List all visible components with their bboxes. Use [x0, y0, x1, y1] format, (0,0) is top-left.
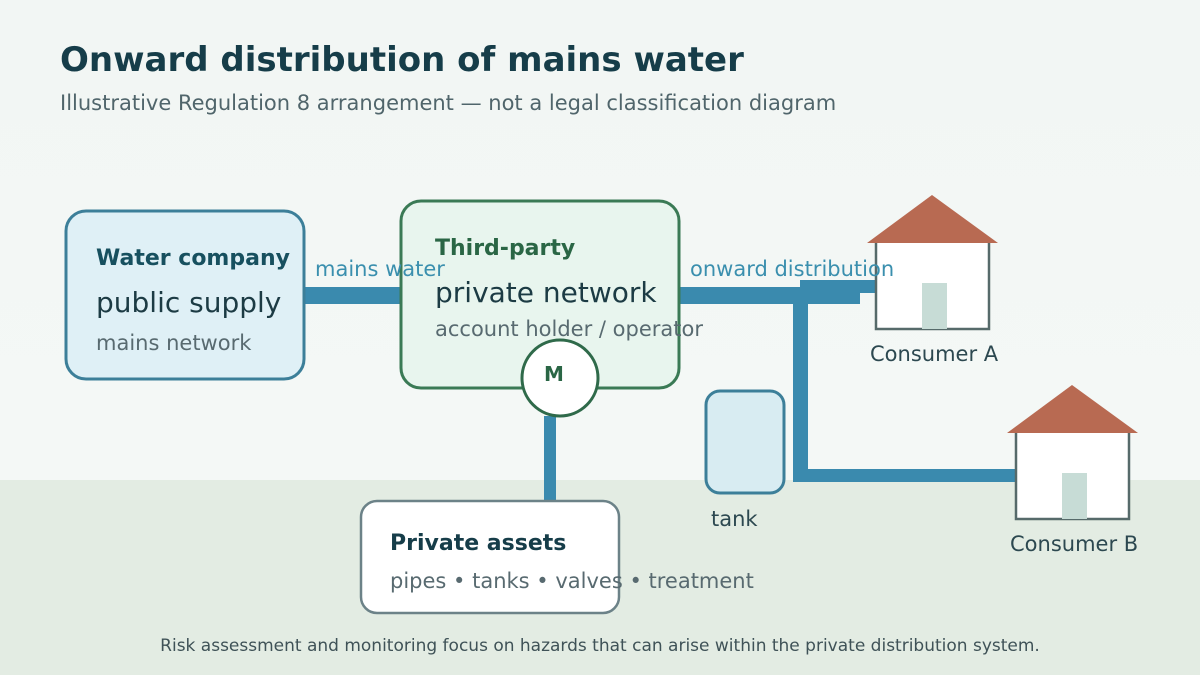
third-party-main: private network: [435, 276, 657, 309]
tank-icon: [704, 389, 786, 495]
water-company-main: public supply: [96, 286, 282, 319]
page-subtitle: Illustrative Regulation 8 arrangement — …: [60, 91, 837, 115]
onward-distribution-label: onward distribution: [690, 257, 895, 281]
water-company-sub: mains network: [96, 331, 252, 355]
tank-label: tank: [711, 507, 758, 531]
private-assets-sub: pipes • tanks • valves • treatment: [390, 569, 754, 593]
page-title: Onward distribution of mains water: [60, 40, 744, 80]
third-party-heading: Third-party: [435, 236, 576, 261]
footnote: Risk assessment and monitoring focus on …: [160, 636, 1040, 656]
meter-riser-pipe: [544, 416, 556, 502]
water-company-box: [64, 209, 306, 381]
house-b-pipe: [793, 469, 1017, 482]
private-assets-heading: Private assets: [390, 531, 567, 556]
consumer-a-label: Consumer A: [870, 342, 999, 366]
third-party-sub: account holder / operator: [435, 317, 703, 341]
private-assets-box: [359, 499, 621, 615]
house-a-pipe: [800, 280, 878, 293]
water-company-heading: Water company: [96, 246, 290, 271]
house-a-icon: [867, 195, 998, 331]
meter-icon: [520, 338, 600, 418]
branch-vertical-pipe: [793, 287, 808, 482]
consumer-b-label: Consumer B: [1010, 532, 1139, 556]
mains-water-label: mains water: [315, 257, 445, 281]
meter-label: M: [544, 362, 564, 386]
house-b-icon: [1007, 385, 1138, 521]
mains-pipe: [300, 287, 404, 304]
